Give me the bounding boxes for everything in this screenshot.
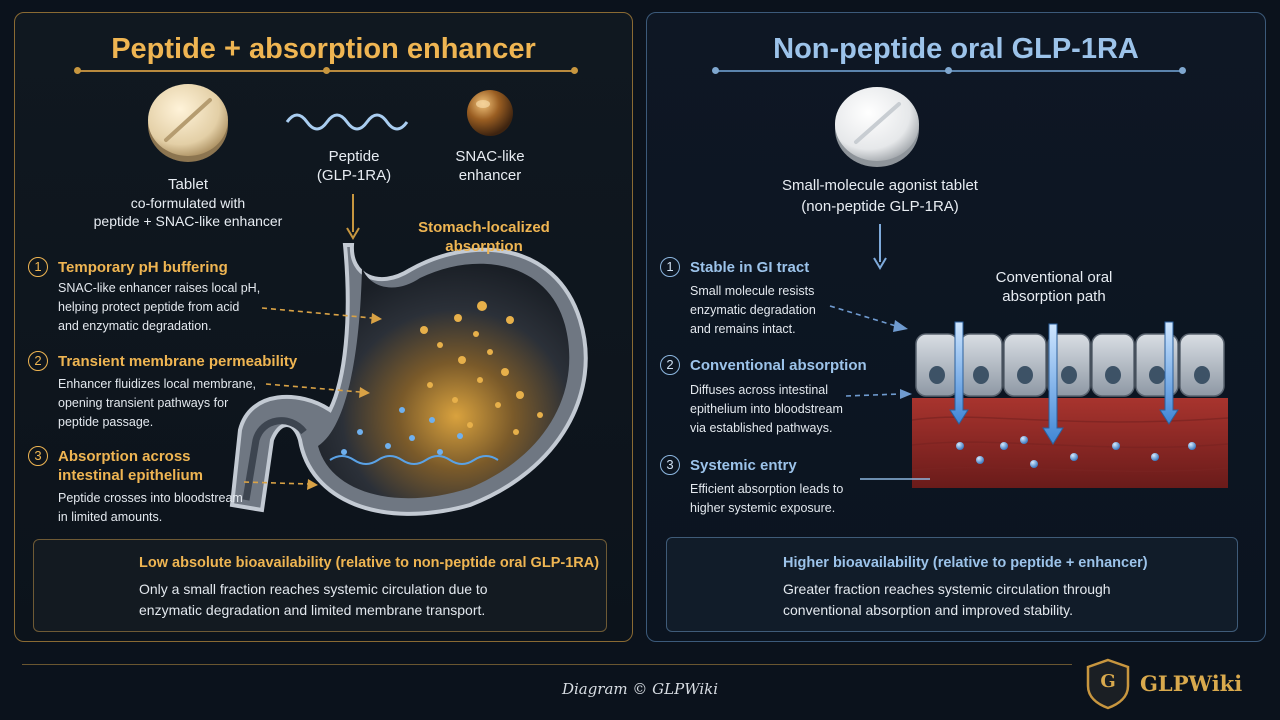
step-description-line: higher systemic exposure. [690,501,836,515]
step-title: Absorption across intestinal epithelium [58,447,203,485]
step-title: Conventional absorption [690,357,867,374]
left-title-divider [74,67,578,74]
right-panel-title: Non-peptide oral GLP-1RA [773,33,1139,65]
enhancer-caption: SNAC-like enhancer [440,147,540,185]
footer-divider [22,664,1072,665]
footer-credit: Diagram © GLPWiki [561,680,719,698]
step-title: Systemic entry [690,457,797,474]
peptide-wave-icon [285,113,409,131]
step-description: Small molecule resists enzymatic degrada… [690,282,816,339]
divider-dot [74,67,81,74]
summary-line: enzymatic degradation and limited membra… [139,602,486,618]
step-title-line: Absorption across [58,448,191,465]
tablet-caption-title: Tablet [167,176,209,193]
divider-dot [712,67,719,74]
summary-title: Higher bioavailability (relative to pept… [783,555,1148,571]
arrow-down-icon [873,224,887,270]
step-description-line: via established pathways. [690,421,833,435]
step-number-badge: 1 [28,257,48,277]
step-description-line: SNAC-like enhancer raises local pH, [58,281,261,295]
step-description: Peptide crosses into bloodstream in limi… [58,489,243,527]
step-description: Efficient absorption leads to higher sys… [690,480,843,518]
step-description-line: Efficient absorption leads to [690,482,844,496]
tablet-caption-line: Small-molecule agonist tablet [782,177,978,194]
tablet-caption-line: (non-peptide GLP-1RA) [801,198,959,215]
brand-name: GLPWiki [1140,671,1243,696]
summary-title: Low absolute bioavailability (relative t… [139,555,600,571]
step-description: SNAC-like enhancer raises local pH, help… [58,279,260,336]
step-title-line: intestinal epithelium [58,467,204,484]
absorption-arrow [949,321,1179,445]
step-description: Diffuses across intestinal epithelium in… [690,381,843,438]
step-description-line: Enhancer fluidizes local membrane, [58,377,257,391]
small-molecule-tablet-caption: Small-molecule agonist tablet (non-pepti… [760,175,1000,217]
tablet-caption-line: co-formulated with [130,195,246,211]
stomach-callout-line: absorption [445,238,523,255]
tablet-caption: Tablet co-formulated with peptide + SNAC… [80,176,296,230]
step-description-line: opening transient pathways for [58,396,229,410]
right-summary-box: Higher bioavailability (relative to pept… [666,537,1238,632]
brand-shield-icon [1086,658,1130,710]
tablet-icon [148,84,228,162]
enhancer-caption-line: SNAC-like [455,148,525,165]
peptide-caption-line: (GLP-1RA) [316,167,392,184]
dashed-arrow [243,307,373,485]
step-title: Temporary pH buffering [58,259,228,276]
step-number-badge: 3 [28,446,48,466]
dashed-arrow [829,305,901,397]
brand-letter: G [1100,671,1116,692]
tablet-caption-line: peptide + SNAC-like enhancer [93,213,283,229]
step-description-line: helping protect peptide from acid [58,300,240,314]
arrowhead [307,313,382,490]
small-molecule-tablet-icon [835,87,919,167]
stomach-callout-line: Stomach-localized [418,219,550,236]
summary-line: Greater fraction reaches systemic circul… [783,581,1111,597]
divider-dot [571,67,578,74]
divider-dot [323,67,330,74]
step-description-line: Diffuses across intestinal [690,383,829,397]
stomach-callout: Stomach-localized absorption [404,218,564,256]
summary-description: Only a small fraction reaches systemic c… [139,579,488,621]
enhancer-caption-line: enhancer [458,167,522,184]
step-description-line: enzymatic degradation [690,303,816,317]
step-description: Enhancer fluidizes local membrane, openi… [58,375,256,432]
step-description-line: Small molecule resists [690,284,815,298]
peptide-caption: Peptide (GLP-1RA) [300,147,408,185]
right-title-divider [712,67,1186,74]
step-number-badge: 2 [28,351,48,371]
step-description-line: peptide passage. [58,415,154,429]
absorption-path-callout-line: absorption path [1002,288,1106,305]
enhancer-bead-icon [467,90,513,136]
absorption-path-callout: Conventional oral absorption path [974,268,1134,306]
divider-dot [945,67,952,74]
step-title: Transient membrane permeability [58,353,298,370]
absorption-path-callout-line: Conventional oral [995,269,1113,286]
left-panel-title: Peptide + absorption enhancer [111,33,536,65]
stomach-illustration [229,243,588,516]
step-description-line: and remains intact. [690,322,796,336]
summary-line: conventional absorption and improved sta… [783,602,1074,618]
brand-logo: G GLPWiki [1088,658,1268,710]
divider-dot [1179,67,1186,74]
step-title: Stable in GI tract [690,259,810,276]
summary-description: Greater fraction reaches systemic circul… [783,579,1111,621]
left-summary-box: Low absolute bioavailability (relative t… [33,539,607,632]
peptide-caption-line: Peptide [328,148,380,165]
summary-line: Only a small fraction reaches systemic c… [139,581,488,597]
step-number-badge: 1 [660,257,680,277]
step-description-line: and enzymatic degradation. [58,319,212,333]
step-description-line: epithelium into bloodstream [690,402,843,416]
arrow-down-icon [346,194,360,240]
step-description-line: in limited amounts. [58,510,163,524]
arrowhead [893,320,912,399]
step-number-badge: 2 [660,355,680,375]
step-number-badge: 3 [660,455,680,475]
step-description-line: Peptide crosses into bloodstream [58,491,243,505]
